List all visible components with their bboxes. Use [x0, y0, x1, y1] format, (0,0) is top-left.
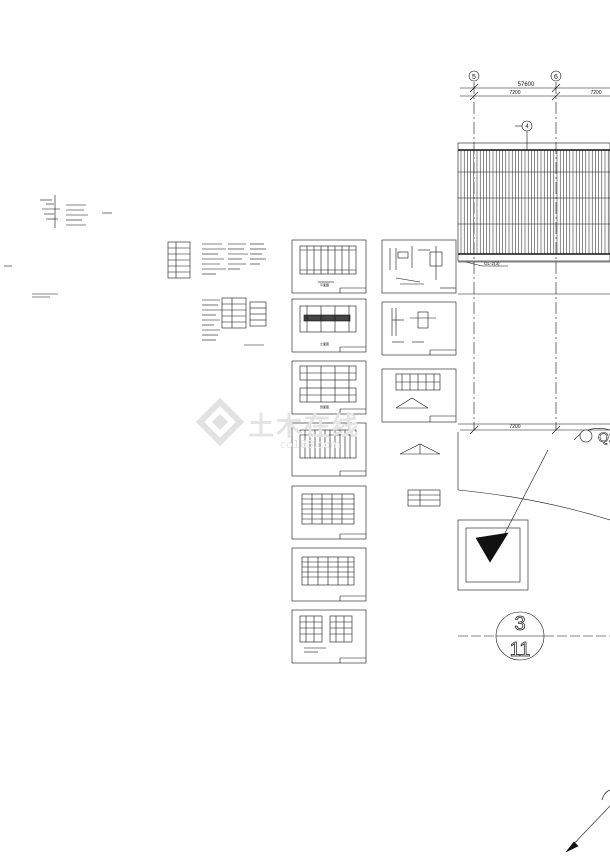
bay-dimension-2: 7200 — [590, 90, 601, 96]
sheet-thumbnail-6[interactable] — [291, 547, 367, 602]
detail-box — [457, 449, 549, 591]
sheet-thumbnail-7[interactable] — [291, 609, 367, 664]
purlin-lines — [458, 261, 610, 425]
detail-sheet-3[interactable] — [381, 368, 457, 423]
sheet-thumbnail-4[interactable] — [291, 422, 367, 477]
sheet-label-2: 立面图 — [320, 341, 329, 346]
detail-sheet-number: 11 — [510, 639, 531, 661]
callout-q2 — [573, 428, 610, 443]
sheet-thumbnail-3[interactable] — [291, 360, 367, 415]
sheet-thumbnail-5[interactable] — [291, 485, 367, 540]
detail-number: 3 — [514, 613, 525, 635]
bay-dimension-1: 7200 — [509, 90, 520, 96]
axis-bubble-6: 6 — [550, 70, 562, 82]
curved-edge — [457, 432, 610, 521]
callout-text: Q2 — [598, 429, 610, 445]
axis-bubble-5: 5 — [468, 70, 480, 82]
section-mark-label: 4 — [525, 124, 529, 130]
roof-panel-ribs — [460, 150, 609, 254]
design-notes-text-blocks — [202, 243, 267, 346]
overall-dimension: 57600 — [518, 82, 535, 88]
section-marker-4 — [515, 120, 533, 150]
beam-label-leader — [465, 261, 508, 267]
detail-sheet-2[interactable] — [381, 301, 457, 356]
detail-reference-bubble — [458, 611, 610, 661]
sheet-label-1: 平面图 — [320, 283, 329, 287]
title-stamp — [407, 489, 441, 507]
general-notes-cluster — [4, 195, 112, 298]
sheet-label-3: 剖面图 — [320, 404, 329, 409]
beam-label: GL-2(3) — [484, 261, 500, 266]
axis-label-6: 6 — [554, 74, 558, 81]
roof-profile-detail — [399, 443, 441, 455]
sheet-thumbnail-2[interactable] — [291, 298, 367, 353]
dimension-lines — [460, 83, 610, 435]
north-arrow — [565, 789, 610, 853]
bottom-dimension: 7200 — [509, 424, 520, 430]
detail-sheet-1[interactable] — [381, 239, 457, 294]
roof-panel-area — [457, 142, 610, 262]
sheet-thumbnail-1[interactable] — [291, 239, 367, 294]
axis-label-5: 5 — [472, 74, 476, 81]
material-table — [167, 241, 191, 279]
